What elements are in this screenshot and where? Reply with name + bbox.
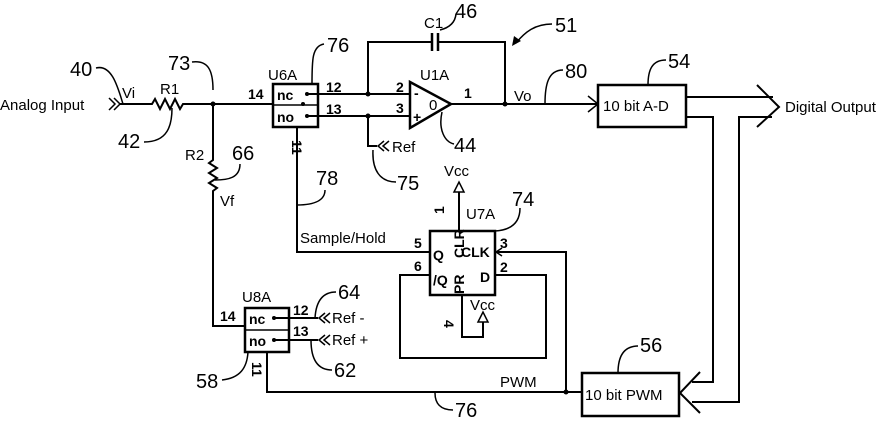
u8a-no: no	[249, 333, 266, 349]
pin-label: 2	[396, 79, 404, 95]
vcc-label-2: Vcc	[470, 297, 496, 314]
pin-label: 14	[248, 86, 264, 102]
input-connector-icon	[109, 98, 120, 110]
ff-d: D	[480, 269, 490, 285]
ref-64: 64	[338, 282, 360, 304]
opamp-zero: 0	[429, 97, 437, 114]
vi-label: Vi	[122, 85, 135, 102]
ref-56: 56	[640, 335, 662, 357]
ref-73: 73	[168, 53, 190, 75]
u6a-label: U6A	[268, 67, 297, 84]
opamp-minus: -	[414, 85, 419, 101]
opamp-plus: +	[413, 109, 421, 125]
pwm-block-label: 10 bit PWM	[585, 387, 663, 404]
ref-40: 40	[70, 59, 92, 81]
ref-46: 46	[455, 1, 477, 23]
analog-input-label: Analog Input	[0, 97, 85, 114]
pin-label: 12	[293, 302, 309, 318]
vcc-label: Vcc	[444, 163, 470, 180]
ref-54: 54	[668, 51, 690, 73]
ff-clr: CLR	[451, 229, 467, 258]
u7a-label: U7A	[466, 206, 495, 223]
u8a-label: U8A	[242, 289, 271, 306]
ref-plus-label: Ref +	[332, 332, 369, 349]
vo-label: Vo	[514, 88, 532, 105]
adc-label: 10 bit A-D	[603, 98, 669, 115]
ref-minus-label: Ref -	[332, 310, 365, 327]
pin-label: 1	[431, 206, 447, 214]
ref-76-b: 76	[455, 400, 477, 422]
pin-label: 3	[396, 100, 404, 116]
pwm-signal-label: PWM	[500, 374, 537, 391]
ff-q: Q	[433, 247, 444, 263]
r1-label: R1	[160, 81, 179, 98]
ref-78: 78	[316, 168, 338, 190]
pin-label: 5	[414, 235, 422, 251]
ff-pr: PR	[451, 275, 467, 294]
u1a-label: U1A	[420, 67, 449, 84]
ref-76: 76	[327, 35, 349, 57]
digital-output-label: Digital Output	[785, 99, 877, 116]
pin-label: 1	[464, 85, 472, 101]
ref-75: 75	[397, 173, 419, 195]
r2-label: R2	[185, 147, 204, 164]
pin-label: 13	[326, 101, 342, 117]
ref-connector-icon	[319, 313, 330, 345]
ref-label: Ref	[392, 139, 416, 156]
ff-qbar: /Q	[433, 272, 448, 288]
u6a-nc: nc	[277, 87, 294, 103]
ref-51: 51	[555, 15, 577, 37]
vf-label: Vf	[220, 193, 235, 210]
ref-connector-icon	[378, 141, 389, 151]
ref-44: 44	[454, 135, 476, 157]
sample-hold-label: Sample/Hold	[300, 230, 386, 247]
ref-80: 80	[565, 61, 587, 83]
arrow-icon	[512, 36, 521, 46]
pin-label: 14	[220, 308, 236, 324]
ref-42: 42	[118, 131, 140, 153]
pin-label: 2	[500, 259, 508, 275]
pin-label: 6	[414, 258, 422, 274]
ref-66: 66	[232, 143, 254, 165]
vcc-arrow-icon	[454, 182, 464, 192]
ref-62: 62	[334, 360, 356, 382]
u8a-nc: nc	[249, 311, 266, 327]
pin-label: 13	[293, 323, 309, 339]
ref-74: 74	[512, 189, 534, 211]
ref-58: 58	[196, 371, 218, 393]
pin-label: 12	[326, 79, 342, 95]
pin-label: 11	[249, 362, 265, 377]
c1-capacitor	[432, 33, 438, 51]
u6a-no: no	[277, 109, 294, 125]
pin-label: 4	[441, 320, 457, 328]
